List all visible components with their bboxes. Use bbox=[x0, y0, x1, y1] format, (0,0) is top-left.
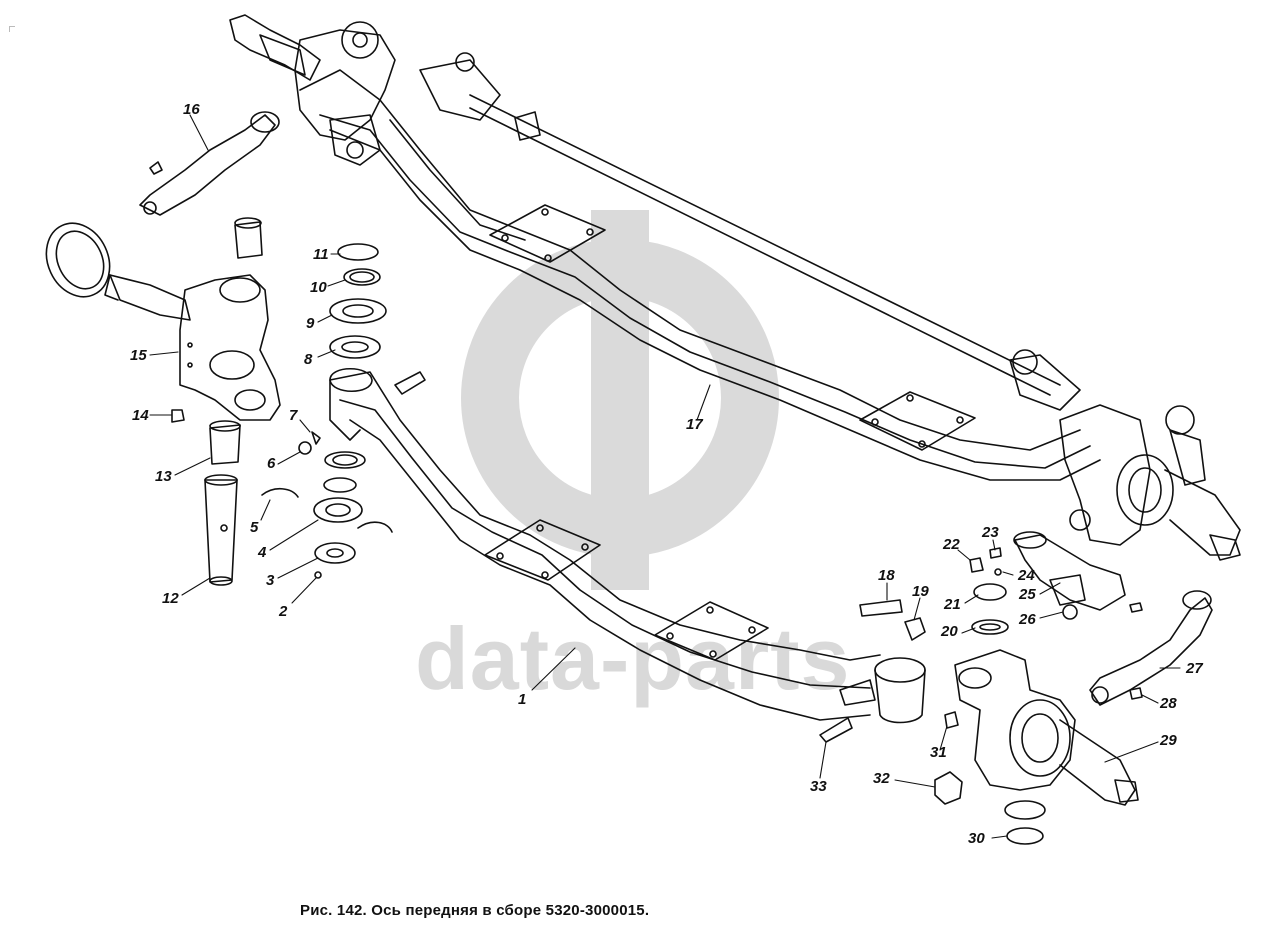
part-13-bushing bbox=[209, 420, 241, 465]
callout-29: 29 bbox=[1160, 732, 1177, 749]
callout-23: 23 bbox=[982, 524, 999, 541]
dust-seal-ring bbox=[45, 222, 111, 298]
callout-4: 4 bbox=[258, 544, 267, 561]
callout-15: 15 bbox=[130, 347, 147, 364]
callout-21: 21 bbox=[944, 596, 961, 613]
part-18-stud bbox=[859, 599, 903, 617]
upper-tie-rod bbox=[419, 52, 1081, 411]
part-6-nut bbox=[298, 441, 312, 455]
part-30-seal bbox=[1004, 800, 1046, 845]
thrust-bearing-assembly bbox=[261, 451, 393, 579]
callout-2: 2 bbox=[279, 603, 288, 620]
callout-11: 11 bbox=[313, 246, 329, 263]
callout-10: 10 bbox=[310, 279, 327, 296]
callout-8: 8 bbox=[304, 351, 313, 368]
callout-32: 32 bbox=[873, 770, 890, 787]
small-cotter-pin bbox=[1129, 602, 1143, 613]
callout-7: 7 bbox=[289, 407, 298, 424]
part-26-castle-nut bbox=[1062, 604, 1078, 620]
callout-28: 28 bbox=[1160, 695, 1177, 712]
callout-18: 18 bbox=[878, 567, 895, 584]
part-31-grease-fitting bbox=[944, 711, 959, 729]
callout-20: 20 bbox=[941, 623, 958, 640]
part-12-king-pin bbox=[204, 474, 238, 586]
lower-axle-beam bbox=[329, 368, 926, 724]
small-pin-near-beam bbox=[394, 371, 426, 395]
callout-19: 19 bbox=[912, 583, 929, 600]
upper-left-steering-knuckle bbox=[229, 14, 396, 166]
callout-9: 9 bbox=[306, 315, 315, 332]
callout-14: 14 bbox=[132, 407, 149, 424]
corner-crop-mark bbox=[9, 26, 15, 32]
part-23-bolt bbox=[989, 547, 1002, 559]
callout-30: 30 bbox=[968, 830, 985, 847]
callout-25: 25 bbox=[1019, 586, 1036, 603]
callout-22: 22 bbox=[943, 536, 960, 553]
callout-13: 13 bbox=[155, 468, 172, 485]
upper-axle-beam bbox=[299, 69, 1101, 481]
part-19-nut bbox=[904, 617, 926, 641]
callout-3: 3 bbox=[266, 572, 275, 589]
part-33-wedge-pin bbox=[819, 717, 853, 743]
part-22-grease-fitting bbox=[969, 557, 984, 573]
part-14-grease-fitting bbox=[171, 409, 185, 423]
part-20-gasket bbox=[971, 619, 1009, 635]
callout-1: 1 bbox=[518, 691, 527, 708]
part-29-steering-knuckle bbox=[954, 649, 1139, 806]
callout-27: 27 bbox=[1186, 660, 1203, 677]
callout-leader-lines bbox=[149, 114, 1181, 839]
part-32-nut bbox=[934, 771, 963, 805]
callout-33: 33 bbox=[810, 778, 827, 795]
part-16-steering-arm bbox=[139, 111, 280, 216]
knuckle-bushing-upper bbox=[234, 217, 263, 259]
callout-6: 6 bbox=[267, 455, 276, 472]
callout-31: 31 bbox=[930, 744, 947, 761]
figure-caption: Рис. 142. Ось передняя в сборе 5320-3000… bbox=[300, 902, 650, 919]
callout-24: 24 bbox=[1018, 567, 1035, 584]
callout-12: 12 bbox=[162, 590, 179, 607]
part-25-tie-rod-end bbox=[1013, 531, 1126, 611]
callout-5: 5 bbox=[250, 519, 259, 536]
callout-17: 17 bbox=[686, 416, 703, 433]
part-7-cotter bbox=[311, 431, 321, 445]
part-28-cotter-pin bbox=[1129, 687, 1143, 700]
part-27-steering-arm bbox=[1089, 590, 1213, 706]
callout-16: 16 bbox=[183, 101, 200, 118]
part-15-steering-knuckle bbox=[104, 274, 281, 421]
data-parts-logo-icon bbox=[461, 210, 779, 590]
part-21-cover bbox=[973, 583, 1007, 601]
callout-26: 26 bbox=[1019, 611, 1036, 628]
shim-stack bbox=[329, 243, 387, 359]
part-24-washer bbox=[994, 568, 1002, 576]
upper-right-steering-knuckle bbox=[1059, 404, 1241, 561]
